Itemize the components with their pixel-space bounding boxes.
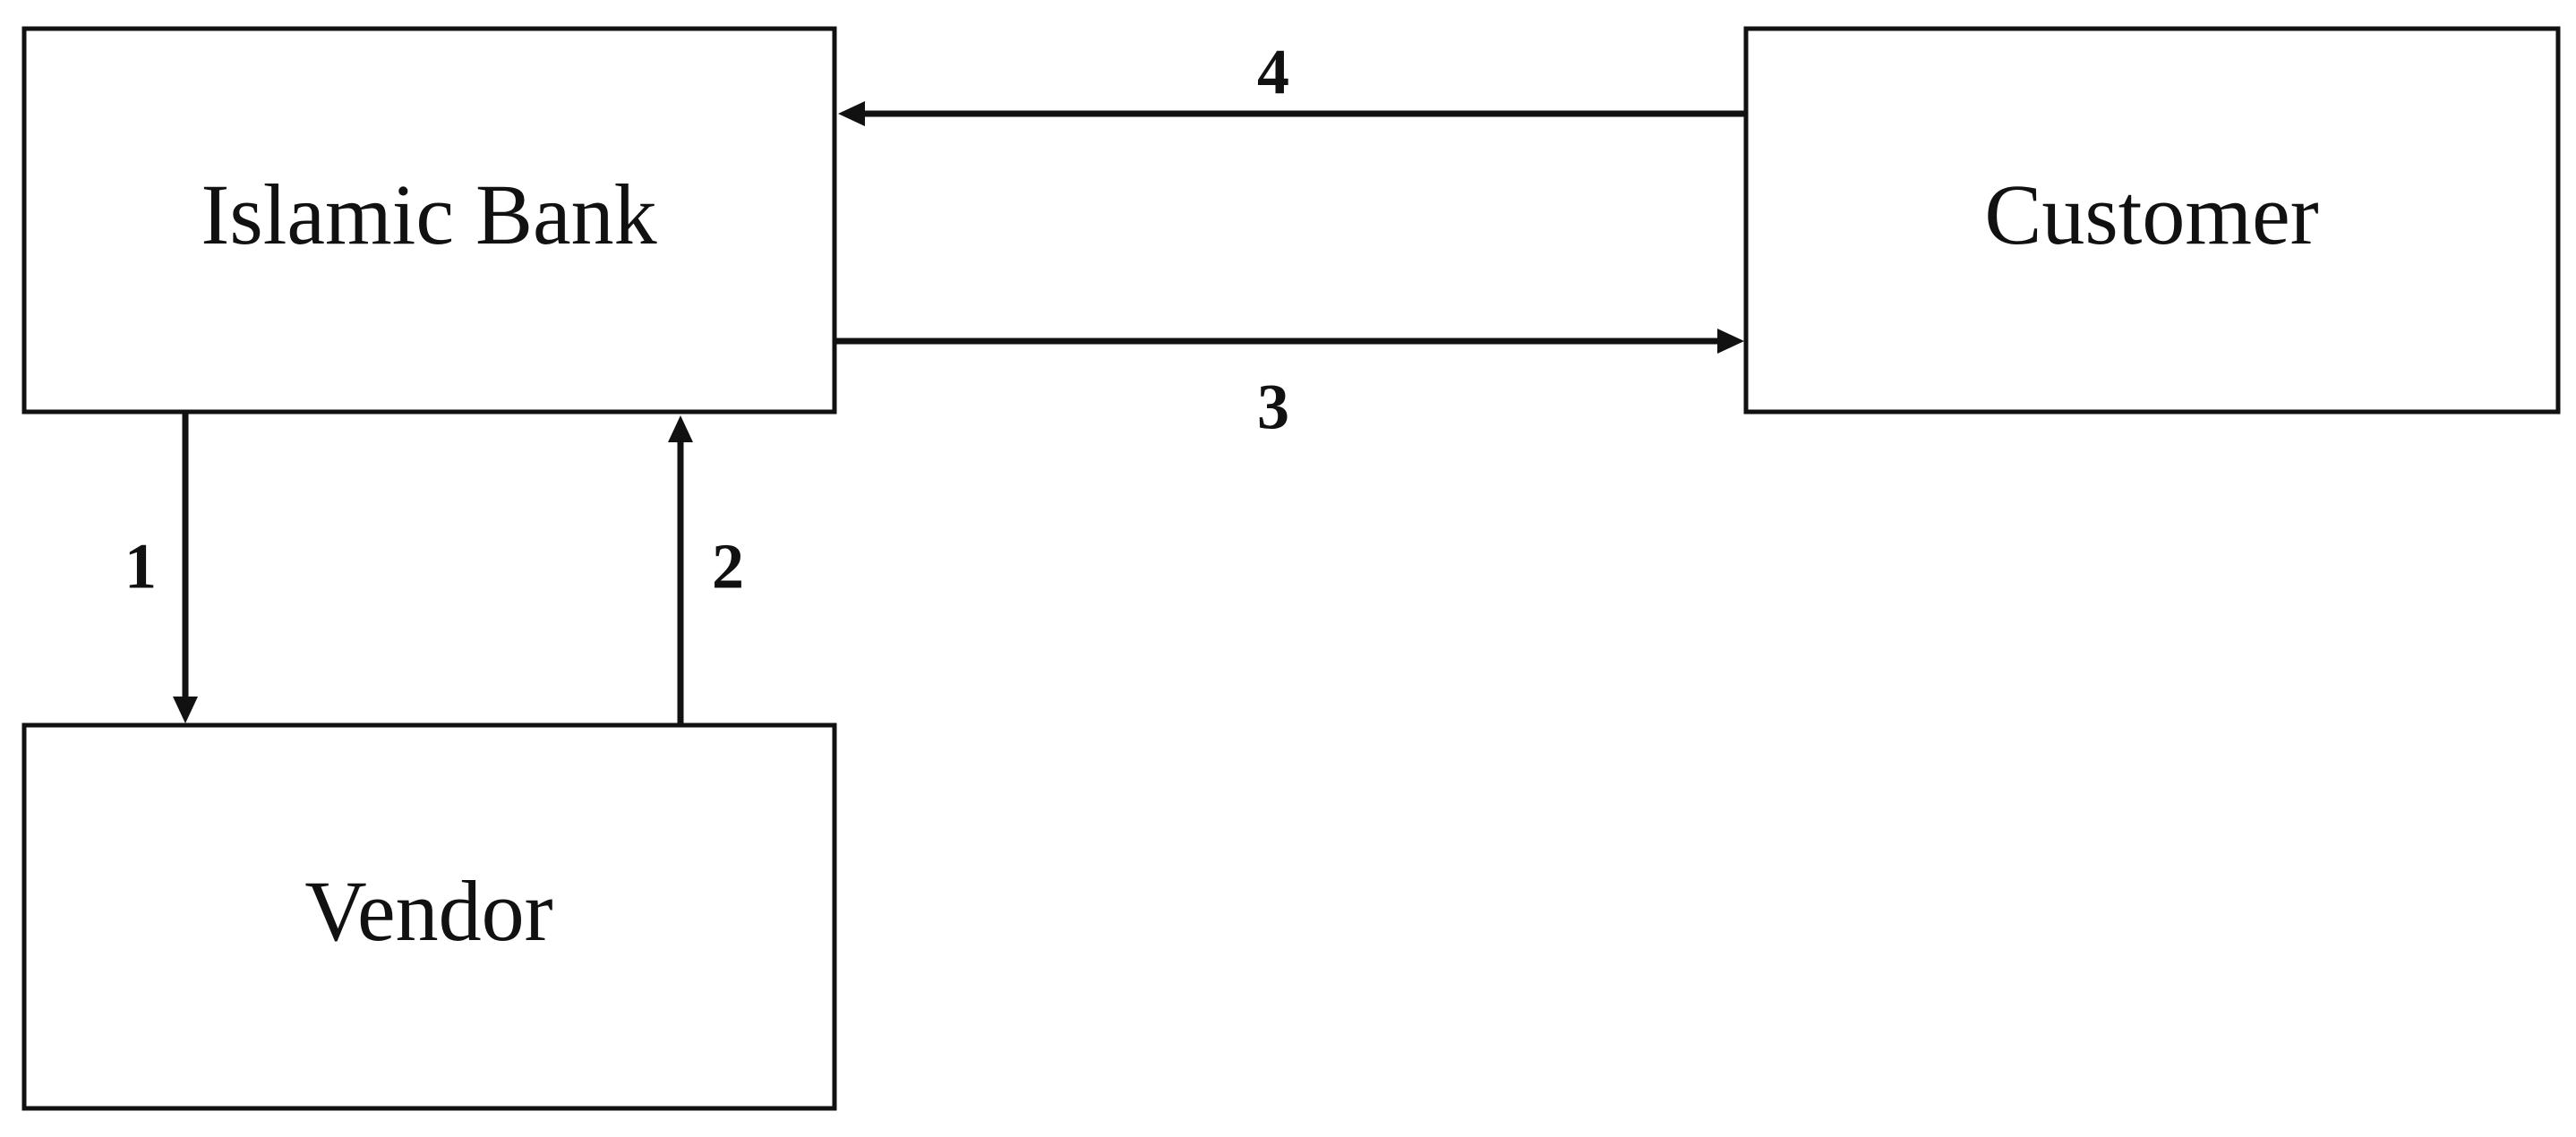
- edge-3-bank-to-customer: 3: [836, 329, 1744, 443]
- edge-1-arrowhead: [173, 697, 198, 723]
- edge-3-arrowhead: [1717, 329, 1744, 354]
- edge-1-label: 1: [124, 531, 157, 603]
- edge-1-bank-to-vendor: 1: [124, 414, 198, 723]
- node-customer-label: Customer: [1984, 167, 2318, 262]
- node-islamic-bank-box: [21, 26, 837, 415]
- edge-4-customer-to-bank: 4: [838, 37, 1744, 126]
- edge-4-arrowhead: [838, 101, 865, 126]
- edge-2-arrowhead: [668, 415, 693, 442]
- node-customer-box: [1743, 26, 2561, 415]
- edge-4-label: 4: [1257, 37, 1289, 108]
- node-islamic-bank: Islamic Bank: [21, 26, 837, 415]
- edge-2-label: 2: [712, 531, 744, 603]
- edge-2-vendor-to-bank: 2: [668, 415, 744, 723]
- node-vendor-label: Vendor: [304, 863, 552, 959]
- node-customer: Customer: [1743, 26, 2561, 415]
- node-islamic-bank-label: Islamic Bank: [201, 167, 656, 262]
- edge-3-label: 3: [1257, 372, 1289, 443]
- node-vendor: Vendor: [21, 722, 837, 1111]
- node-vendor-box: [21, 722, 837, 1111]
